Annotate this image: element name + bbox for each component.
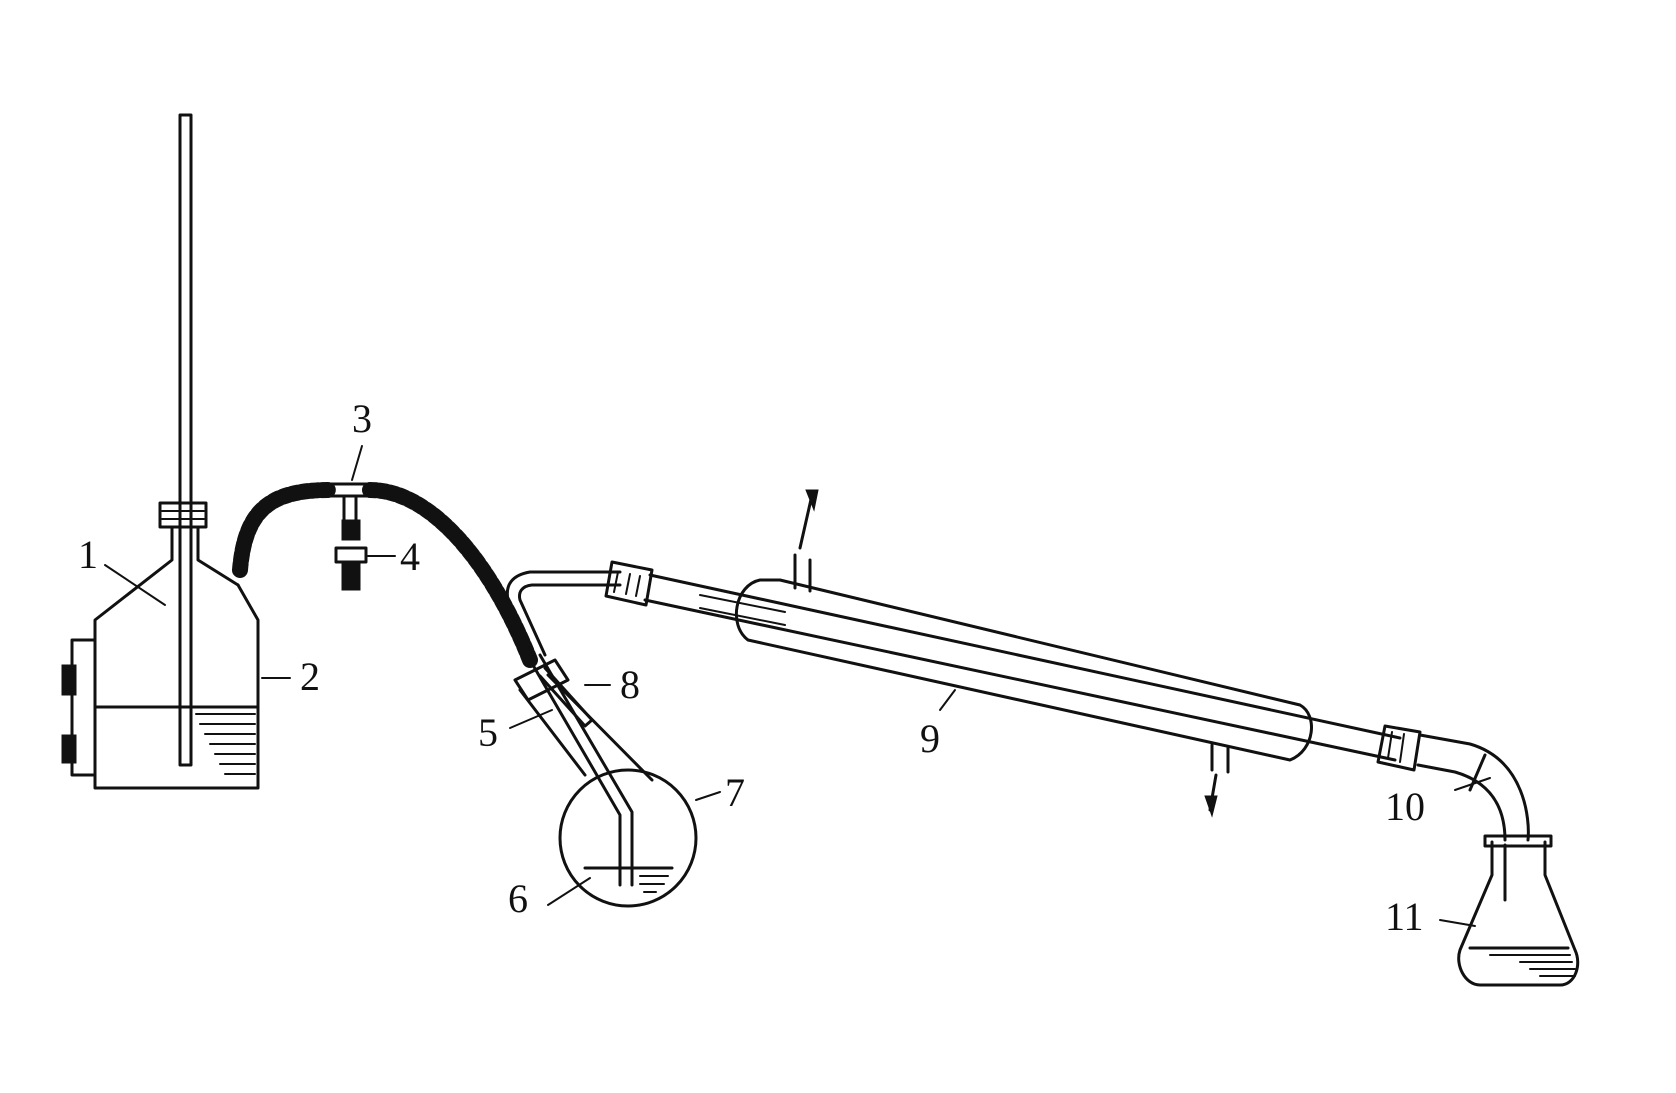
label-4: 4: [400, 534, 420, 579]
connector-right: [1376, 724, 1422, 772]
distillation-flask: [505, 570, 721, 908]
receiving-flask-rim: [1483, 834, 1553, 848]
label-10: 10: [1385, 784, 1425, 829]
label-8: 8: [620, 662, 640, 707]
clamp-tube: [341, 519, 361, 541]
label-5: 5: [478, 710, 498, 755]
bottle-neck: [196, 526, 240, 587]
receiving-flask: [1457, 840, 1580, 987]
tubing-right: [362, 482, 538, 668]
rubber-tubing: [232, 445, 538, 668]
leader-1: [104, 564, 166, 606]
label-1: 1: [78, 532, 98, 577]
label-7: 7: [725, 770, 745, 815]
steam-generator: [61, 113, 291, 790]
leader-10: [1454, 777, 1491, 791]
flask-bulb: [558, 768, 698, 908]
flask-stopper: [513, 658, 570, 702]
condenser-jacket: [734, 578, 1313, 762]
leader-3: [351, 445, 363, 481]
water-hatching: [195, 713, 256, 775]
splash-head: [538, 666, 594, 728]
adapter-tube: [1416, 733, 1530, 842]
bottle-body: [93, 526, 260, 790]
leader-5: [509, 709, 553, 729]
label-3: 3: [352, 396, 372, 441]
label-2: 2: [300, 654, 320, 699]
water-outlet: [793, 493, 814, 593]
label-11: 11: [1385, 894, 1424, 939]
bottle-stopper: [158, 501, 208, 529]
connector-left: [604, 560, 654, 607]
leader-9: [939, 689, 956, 711]
tubing-left: [232, 482, 338, 578]
label-6: 6: [508, 876, 528, 921]
level-gauge: [70, 638, 97, 777]
leader-11: [1439, 919, 1476, 927]
outlet-tube: [505, 570, 622, 662]
label-9: 9: [920, 716, 940, 761]
leader-6: [547, 877, 591, 906]
safety-tube: [178, 113, 193, 767]
receiver: [1416, 733, 1580, 987]
pinch-clamp: [334, 546, 368, 564]
condenser-inner-tube: [643, 573, 1402, 762]
condenser: [604, 489, 1422, 818]
leader-7: [695, 791, 721, 801]
t-piece: [323, 482, 377, 522]
steam-inlet-tube: [528, 653, 634, 887]
